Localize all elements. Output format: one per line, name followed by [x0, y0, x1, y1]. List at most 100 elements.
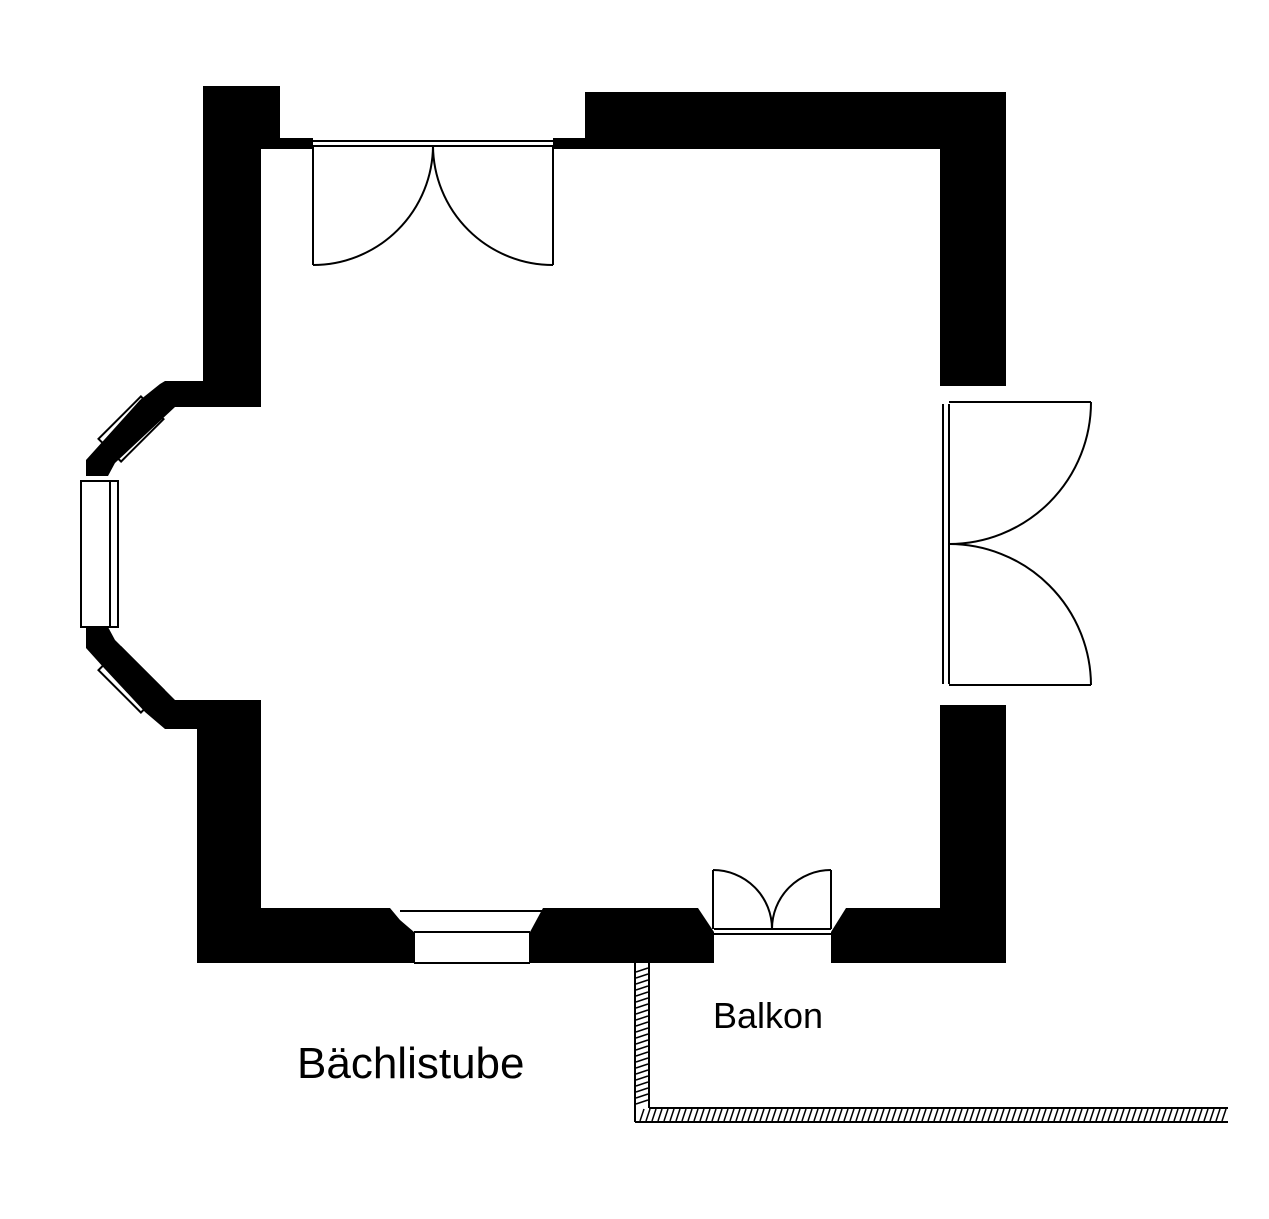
railing-hatch-mark	[1167, 1108, 1173, 1122]
railing-hatch-mark	[843, 1108, 849, 1122]
bottom-middle-wall	[530, 908, 714, 963]
railing-hatch-mark	[635, 1069, 649, 1075]
railing-hatch-mark	[635, 1039, 649, 1045]
railing-hatch-mark	[1197, 1108, 1203, 1122]
railing-hatch-mark	[993, 1108, 999, 1122]
railing-hatch-mark	[1173, 1108, 1179, 1122]
railing-hatch-mark	[635, 1009, 649, 1015]
railing-hatch-mark	[635, 1075, 649, 1081]
railing-hatch-mark	[1047, 1108, 1053, 1122]
railing-hatch-mark	[651, 1108, 657, 1122]
railing-hatch-mark	[927, 1108, 933, 1122]
railing-hatch-mark	[635, 1051, 649, 1057]
bay-window-upper	[97, 395, 165, 463]
railing-hatch-mark	[1095, 1108, 1101, 1122]
railing-hatch-mark	[831, 1108, 837, 1122]
bottom-right-wall	[831, 705, 1006, 963]
railing-hatch-mark	[635, 1087, 649, 1093]
railing-hatch-mark	[867, 1108, 873, 1122]
bay-upper-wall	[86, 381, 203, 476]
railing-hatch-mark	[717, 1108, 723, 1122]
railing-hatch-mark	[729, 1108, 735, 1122]
railing-hatch-mark	[635, 1057, 649, 1063]
balcony-door-swing-right	[771, 869, 832, 930]
railing-hatch-mark	[1221, 1108, 1227, 1122]
railing-hatch-mark	[1125, 1108, 1131, 1122]
railing-hatch-mark	[1077, 1108, 1083, 1122]
railing-hatch-mark	[891, 1108, 897, 1122]
railing-hatch-mark	[687, 1108, 693, 1122]
railing-hatch-mark	[1185, 1108, 1191, 1122]
railing-hatch-mark	[693, 1108, 699, 1122]
balcony-label: Balkon	[713, 995, 823, 1036]
railing-hatch-mark	[1209, 1108, 1215, 1122]
railing-hatch-mark	[635, 967, 649, 973]
bay-window-center	[80, 480, 119, 628]
railing-hatch-mark	[957, 1108, 963, 1122]
railing-hatch-mark	[1035, 1108, 1041, 1122]
railing-hatch-mark	[897, 1108, 903, 1122]
railing-hatch-mark	[1191, 1108, 1197, 1122]
railing-hatch-mark	[945, 1108, 951, 1122]
railing-hatch-mark	[861, 1108, 867, 1122]
walls	[86, 86, 1006, 963]
railing-hatch-mark	[1149, 1108, 1155, 1122]
railing-hatch-mark	[639, 1108, 645, 1122]
railing-hatch-mark	[873, 1108, 879, 1122]
railing-hatch-mark	[939, 1108, 945, 1122]
bay-window-lower	[97, 646, 165, 714]
railing-hatch-mark	[1065, 1108, 1071, 1122]
railing-hatch-mark	[969, 1108, 975, 1122]
railing-hatch-mark	[795, 1108, 801, 1122]
railing-hatch-mark	[1203, 1108, 1209, 1122]
railing-hatch-mark	[801, 1108, 807, 1122]
railing-hatch-vertical	[635, 967, 649, 1105]
railing-hatch-mark	[909, 1108, 915, 1122]
railing-hatch-mark	[951, 1108, 957, 1122]
railing-hatch-mark	[837, 1108, 843, 1122]
railing-hatch-mark	[675, 1108, 681, 1122]
balcony-door-swing-left	[712, 869, 773, 930]
railing-hatch-mark	[635, 1003, 649, 1009]
railing-hatch-mark	[635, 985, 649, 991]
railing-hatch-mark	[635, 1081, 649, 1087]
railing-hatch-mark	[987, 1108, 993, 1122]
right-door-swing-bottom	[948, 543, 1092, 686]
railing-hatch-mark	[635, 1021, 649, 1027]
railing-hatch-mark	[699, 1108, 705, 1122]
railing-hatch-mark	[663, 1108, 669, 1122]
railing-hatch-mark	[819, 1108, 825, 1122]
railing-hatch-mark	[753, 1108, 759, 1122]
balcony-railing	[634, 963, 1228, 1123]
railing-hatch-mark	[723, 1108, 729, 1122]
railing-hatch-mark	[1041, 1108, 1047, 1122]
railing-hatch-mark	[1089, 1108, 1095, 1122]
room-label: Bächlistube	[297, 1039, 524, 1088]
railing-hatch-mark	[1017, 1108, 1023, 1122]
railing-hatch-mark	[849, 1108, 855, 1122]
railing-hatch-mark	[705, 1108, 711, 1122]
railing-hatch-mark	[1023, 1108, 1029, 1122]
railing-hatch-mark	[921, 1108, 927, 1122]
railing-hatch-mark	[1071, 1108, 1077, 1122]
bay-lower-wall	[86, 627, 203, 729]
railing-hatch-mark	[747, 1108, 753, 1122]
railing-hatch-mark	[1059, 1108, 1065, 1122]
railing-hatch-mark	[765, 1108, 771, 1122]
top-door-swing-left	[312, 145, 434, 266]
railing-hatch-mark	[1179, 1108, 1185, 1122]
railing-hatch-mark	[681, 1108, 687, 1122]
railing-hatch-mark	[635, 991, 649, 997]
railing-hatch-mark	[807, 1108, 813, 1122]
top-right-wall	[553, 92, 1006, 386]
railing-hatch-mark	[635, 1027, 649, 1033]
railing-hatch-mark	[1161, 1108, 1167, 1122]
railing-hatch-mark	[741, 1108, 747, 1122]
railing-hatch-mark	[635, 973, 649, 979]
railing-hatch-mark	[759, 1108, 765, 1122]
railing-hatch-mark	[1005, 1108, 1011, 1122]
railing-hatch-mark	[1215, 1108, 1221, 1122]
railing-hatch-mark	[885, 1108, 891, 1122]
railing-hatch-mark	[825, 1108, 831, 1122]
railing-hatch-mark	[1137, 1108, 1143, 1122]
